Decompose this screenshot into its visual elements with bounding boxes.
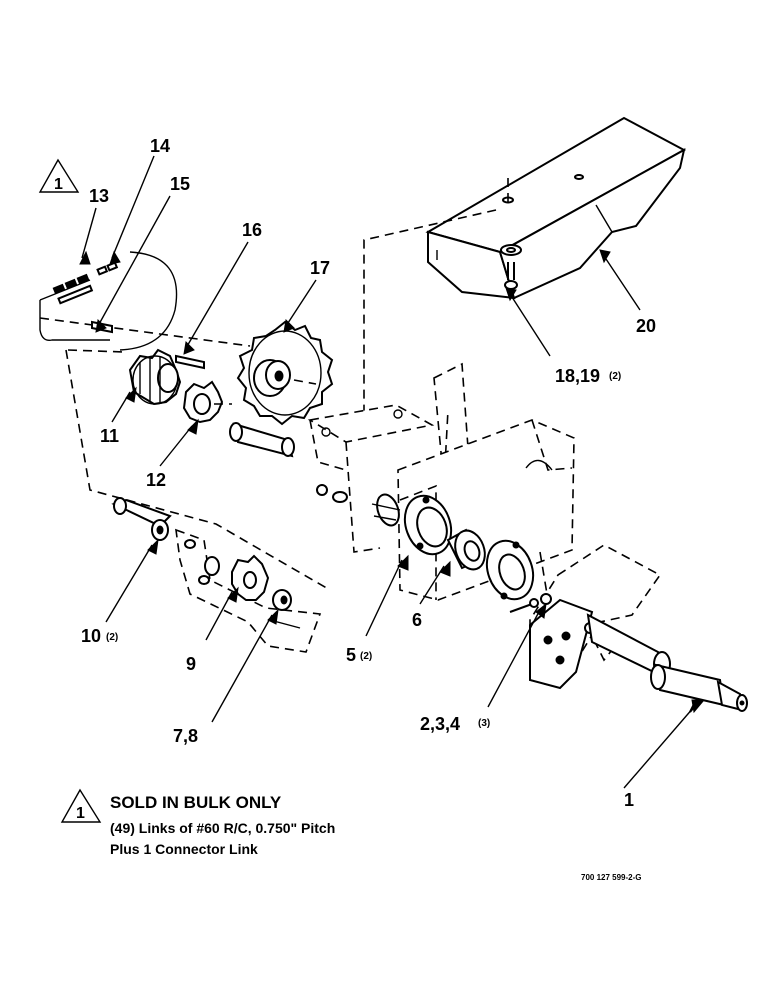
- callout-18-19-qty: (2): [609, 371, 621, 382]
- callout-9: 9: [186, 654, 196, 674]
- part-9-idler-sprocket: [204, 554, 270, 601]
- leader-lines: [81, 155, 701, 789]
- note-title: SOLD IN BULK ONLY: [110, 793, 282, 812]
- part-10-bolt-washer: [111, 497, 172, 541]
- callout-12: 12: [146, 470, 166, 490]
- callout-5: 5: [346, 645, 356, 665]
- callout-2-3-4: 2,3,4: [420, 714, 460, 734]
- callout-17: 17: [310, 258, 330, 278]
- main-frame-bracket: [307, 362, 575, 601]
- part-20-shield-cover: [425, 116, 687, 300]
- part-5-flange-small: [371, 493, 401, 527]
- note-triangle: 1: [60, 788, 102, 823]
- part-13-chain-links: [52, 273, 94, 305]
- part-6-bearing: [446, 528, 486, 571]
- shield-alignment-line: [363, 178, 509, 415]
- bulk-flag-triangle: 1: [38, 158, 80, 193]
- part-5-flange-right: [485, 539, 535, 601]
- note-symbol: 1: [76, 805, 85, 822]
- frame-bolt-washer: [316, 484, 348, 503]
- callout-10: 10: [81, 626, 101, 646]
- chain-loop: [39, 251, 251, 353]
- part-12-small-sprocket: [182, 380, 232, 424]
- part-17-large-sprocket: [236, 320, 334, 426]
- part-7-8-bushing: [272, 589, 292, 611]
- leader-arrowheads: [79, 249, 706, 714]
- part-14-connector-link: [96, 261, 119, 276]
- chain-path-lower: [65, 349, 331, 591]
- drawing-number: 700 127 599-2-G: [581, 873, 642, 882]
- callout-7-8: 7,8: [173, 726, 198, 746]
- part-18-19-bolt-washer: [500, 244, 522, 290]
- callout-13: 13: [89, 186, 109, 206]
- bulk-flag-number: 1: [54, 176, 63, 193]
- note-line-1: (49) Links of #60 R/C, 0.750" Pitch: [110, 820, 336, 836]
- note-line-2: Plus 1 Connector Link: [110, 841, 258, 857]
- callout-11: 11: [100, 426, 119, 446]
- callout-15: 15: [170, 174, 190, 194]
- callout-5-qty: (2): [360, 651, 372, 662]
- idler-bracket: [175, 528, 322, 653]
- part-5-flange-left: [403, 494, 453, 556]
- right-side-frame: [529, 544, 662, 690]
- callout-2-3-4-qty: (3): [478, 718, 490, 729]
- callout-10-qty: (2): [106, 632, 118, 643]
- sprocket-shaft-key: [229, 422, 295, 458]
- callout-18-19: 18,19: [555, 366, 600, 386]
- part-16-key: [175, 354, 205, 370]
- callout-16: 16: [242, 220, 262, 240]
- callout-6: 6: [412, 610, 422, 630]
- part-11-sprocket: [128, 348, 182, 406]
- part-1-shaft: [586, 613, 748, 712]
- callout-20: 20: [636, 316, 656, 336]
- callout-14: 14: [150, 136, 170, 156]
- callout-1: 1: [624, 790, 634, 810]
- callout-labels: 1 2,3,4 (3) 5 (2) 6 7,8 9 10 (2) 11 12 1…: [81, 136, 656, 810]
- sprocket-axis-line: [293, 379, 317, 385]
